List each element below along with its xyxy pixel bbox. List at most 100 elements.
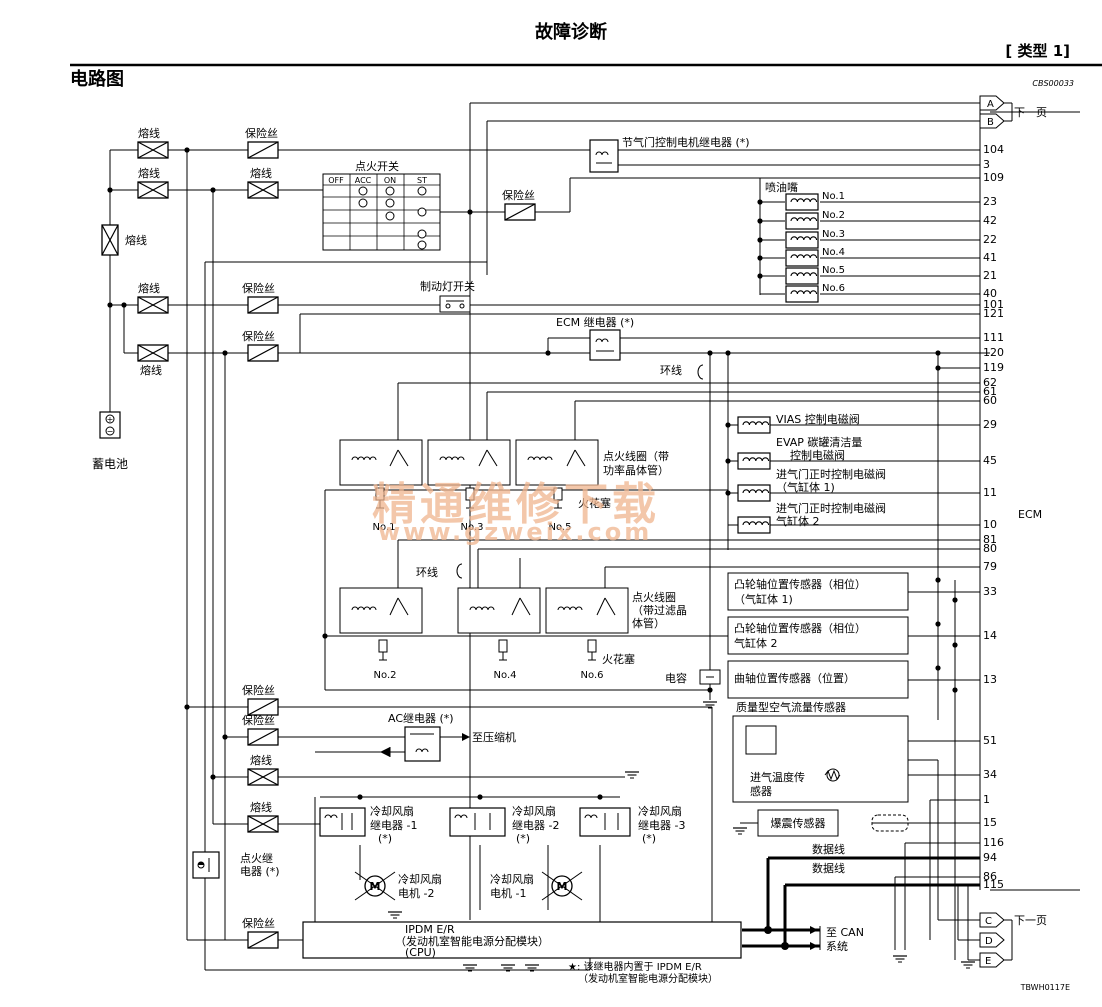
can-labels: 数据线 数据线 至 CAN 系统 <box>810 842 864 953</box>
ignition-switch: 点火开关 OFF ACC ON ST <box>322 159 441 251</box>
svg-text:爆震传感器: 爆震传感器 <box>771 816 826 830</box>
svg-text:EVAP 碳罐清洁量: EVAP 碳罐清洁量 <box>776 435 862 449</box>
solenoid-valves: VIAS 控制电磁阀 EVAP 碳罐清洁量 控制电磁阀 进气门正时控制电磁阀 （… <box>737 412 886 534</box>
svg-text:(CPU): (CPU) <box>405 946 436 959</box>
svg-text:No.6: No.6 <box>581 670 604 681</box>
svg-text:No.4: No.4 <box>494 670 517 681</box>
ecm-pin-number: 29 <box>983 418 997 431</box>
svg-text:数据线: 数据线 <box>812 861 845 875</box>
ignition-coils-upper: 点火线圈（带 功率晶体管） 火花塞 No.1 No.3 No.5 <box>339 439 669 533</box>
fusible-link-label: 熔线 <box>125 233 147 247</box>
injector-label: 喷油嘴 <box>765 180 798 194</box>
spark-plug-label: 火花塞 <box>578 496 611 510</box>
ecm-pin-number: 61 <box>983 385 997 398</box>
ignition-switch-label: 点火开关 <box>355 159 399 173</box>
svg-text:质量型空气流量传感器: 质量型空气流量传感器 <box>736 700 846 714</box>
svg-text:OFF: OFF <box>328 176 344 185</box>
ecm-pin-number: 40 <box>983 287 997 300</box>
svg-text:体管）: 体管） <box>632 616 665 630</box>
ecm-relay: ECM 继电器 (*) <box>556 316 634 361</box>
svg-text:No.2: No.2 <box>374 670 397 681</box>
ecm-pin-number: 13 <box>983 673 997 686</box>
next-page-label: 下一页 <box>1014 106 1047 119</box>
ecm-pin-number: 62 <box>983 376 997 389</box>
ecm-pin-number: 104 <box>983 143 1004 156</box>
ecm-pin-number: 101 <box>983 298 1004 311</box>
ecm-pin-number: 14 <box>983 629 997 642</box>
ecm-pin-number: 15 <box>983 816 997 829</box>
fusible-link-label: 熔线 <box>250 166 272 180</box>
throttle-relay: 节气门控制电机继电器 (*) <box>589 135 750 173</box>
battery: + − 蓄电池 <box>92 410 128 471</box>
watermark-line1: 精通维修下载 <box>372 479 660 530</box>
can-bus <box>742 856 980 948</box>
page-connectors: A B 下一页 C D E 下一页 <box>979 95 1047 968</box>
svg-text:（发动机室智能电源分配模块）: （发动机室智能电源分配模块） <box>578 972 718 985</box>
svg-text:凸轮轴位置传感器（相位）: 凸轮轴位置传感器（相位） <box>734 577 866 591</box>
capacitor: 电容 <box>665 669 721 709</box>
spark-plug-label: 火花塞 <box>602 652 635 666</box>
svg-text:感器: 感器 <box>750 785 772 798</box>
svg-text:（气缸体 1): （气缸体 1) <box>734 592 793 606</box>
ring-line-label: 环线 <box>660 363 682 377</box>
svg-text:数据线: 数据线 <box>812 842 845 856</box>
ecm-pin-number: 1 <box>983 793 990 806</box>
ac-relay: AC继电器 (*) 至压缩机 <box>315 712 516 762</box>
ecm-pin-number: 11 <box>983 486 997 499</box>
ignition-coils-lower: 点火线圈 （带过滤晶 体管） 火花塞 No.2 No.4 No.6 <box>339 587 687 681</box>
svg-text:冷却风扇: 冷却风扇 <box>490 872 534 886</box>
ecm-pin-number: 10 <box>983 518 997 531</box>
svg-text:ST: ST <box>417 176 427 185</box>
ecm-pin-number: 109 <box>983 171 1004 184</box>
ecm-pin-number: 121 <box>983 307 1004 320</box>
ecm-pin-number: 86 <box>983 870 997 883</box>
fuse-label: 保险丝 <box>242 329 275 343</box>
svg-text:至压缩机: 至压缩机 <box>472 730 516 744</box>
fan-relays: 冷却风扇 继电器 -1 (*) 冷却风扇 继电器 -2 (*) 冷却风扇 继电器… <box>319 771 685 845</box>
svg-text:气缸体 2: 气缸体 2 <box>776 514 820 528</box>
svg-text:控制电磁阀: 控制电磁阀 <box>790 448 845 462</box>
brake-switch-label: 制动灯开关 <box>420 279 475 293</box>
svg-text:进气温度传: 进气温度传 <box>750 770 805 784</box>
svg-text:系统: 系统 <box>826 940 848 953</box>
ecm-pin-number: 23 <box>983 195 997 208</box>
next-page-label: 下一页 <box>1014 914 1047 927</box>
watermark-line2: www.gzweix.com <box>378 518 653 546</box>
svg-text:B: B <box>987 117 994 128</box>
svg-text:继电器 -1: 继电器 -1 <box>370 819 417 832</box>
figure-id: TBWH0117E <box>1020 983 1070 992</box>
fusible-link-label: 熔线 <box>138 281 160 295</box>
svg-text:（发动机室智能电源分配模块）: （发动机室智能电源分配模块） <box>395 934 549 948</box>
svg-text:（气缸体 1): （气缸体 1) <box>776 480 835 494</box>
svg-text:No.1: No.1 <box>822 191 845 202</box>
svg-text:ON: ON <box>384 176 396 185</box>
svg-text:C: C <box>985 916 992 927</box>
power-labels: 熔线 熔线 熔线 熔线 熔线 熔线 熔线 熔线 保险丝 保险丝 保险丝 保险丝 … <box>125 126 535 930</box>
svg-text:No.5: No.5 <box>822 265 845 276</box>
svg-text:继电器 -2: 继电器 -2 <box>512 819 559 832</box>
svg-text:电器 (*): 电器 (*) <box>240 865 280 878</box>
svg-text:No.4: No.4 <box>822 247 845 258</box>
ecm-pin-number: 33 <box>983 585 997 598</box>
svg-text:电机 -2: 电机 -2 <box>398 886 434 900</box>
fusible-link-label: 熔线 <box>138 126 160 140</box>
svg-text:No.6: No.6 <box>822 283 845 294</box>
wires <box>109 100 1080 971</box>
fusible-link-label: 熔线 <box>140 363 162 377</box>
ecm-pins: 1043109234222412140101121111120119626160… <box>983 143 1004 891</box>
ecm-pin-number: 79 <box>983 560 997 573</box>
ecm-pin-number: 115 <box>983 878 1004 891</box>
svg-text:曲轴位置传感器（位置）: 曲轴位置传感器（位置） <box>734 671 855 685</box>
svg-text:No.1: No.1 <box>373 522 396 533</box>
section-title: 电路图 <box>70 68 124 90</box>
ipdm-module: IPDM E/R （发动机室智能电源分配模块） (CPU) ★: 该继电器内置于… <box>302 921 742 985</box>
ecm-pin-number: 94 <box>983 851 997 864</box>
page-title: 故障诊断 <box>535 21 607 43</box>
ecm-label: ECM <box>1018 508 1042 521</box>
ecm-pin-number: 41 <box>983 251 997 264</box>
svg-text:(*): (*) <box>516 832 530 845</box>
svg-text:至 CAN: 至 CAN <box>826 926 864 939</box>
svg-text:No.3: No.3 <box>461 522 484 533</box>
svg-text:AC继电器 (*): AC继电器 (*) <box>388 712 454 725</box>
